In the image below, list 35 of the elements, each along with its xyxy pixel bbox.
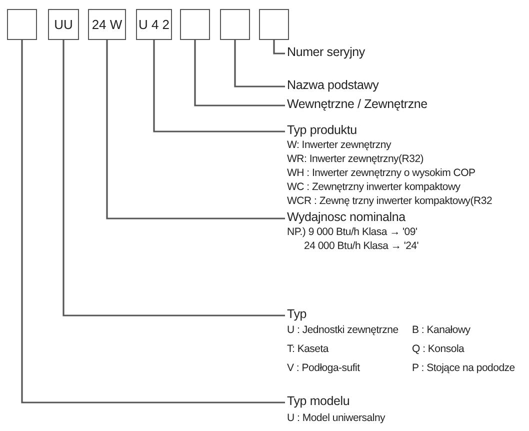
- code-description: B : Kanałowy: [412, 324, 470, 337]
- leader-line: [106, 40, 285, 220]
- code-description: WCR : Zewnę trzny inwerter kompaktowy(R32: [287, 195, 492, 208]
- leader-line: [62, 40, 285, 316]
- leader-line: [194, 40, 285, 106]
- code-description: W: Inwerter zewnętrzny: [287, 139, 392, 152]
- code-segment-label: Typ produktu: [287, 123, 357, 138]
- code-description: V : Podłoga-sufit: [287, 362, 360, 375]
- code-description: T: Kaseta: [287, 343, 329, 356]
- code-box: UU: [48, 9, 79, 40]
- code-segment-label: Wydajnosc nominalna: [287, 210, 406, 225]
- code-segment-label: Nazwa podstawy: [287, 78, 379, 93]
- code-box: [180, 9, 210, 40]
- code-segment-label: Typ modelu: [287, 394, 350, 409]
- code-description: P : Stojące na pododze: [412, 362, 515, 375]
- code-description: WH : Inwerter zewnętrzny o wysokim COP: [287, 167, 476, 180]
- code-description: WR: Inwerter zewnętrzny(R32): [287, 153, 424, 166]
- code-segment-label: Numer seryjny: [287, 45, 365, 60]
- leader-line: [273, 40, 285, 54]
- code-description: U : Jednostki zewnętrzne: [287, 324, 398, 337]
- code-box: [259, 9, 289, 40]
- code-box: U 4 2: [136, 9, 172, 40]
- code-description: U : Model uniwersalny: [287, 412, 386, 425]
- code-segment-label: Wewnętrzne / Zewnętrzne: [287, 97, 428, 112]
- code-description: Q : Konsola: [412, 343, 464, 356]
- code-description: NP.) 9 000 Btu/h Klasa → '09': [287, 226, 418, 239]
- code-box: [7, 9, 37, 40]
- code-segment-label: Typ: [287, 307, 307, 322]
- code-box: 24 W: [88, 9, 126, 40]
- leader-line: [153, 40, 285, 132]
- code-description: WC : Zewnętrzny inwerter kompaktowy: [287, 181, 460, 194]
- code-description: 24 000 Btu/h Klasa → '24': [304, 240, 419, 253]
- code-box: [220, 9, 250, 40]
- leader-line: [21, 40, 285, 404]
- leader-line: [234, 40, 285, 88]
